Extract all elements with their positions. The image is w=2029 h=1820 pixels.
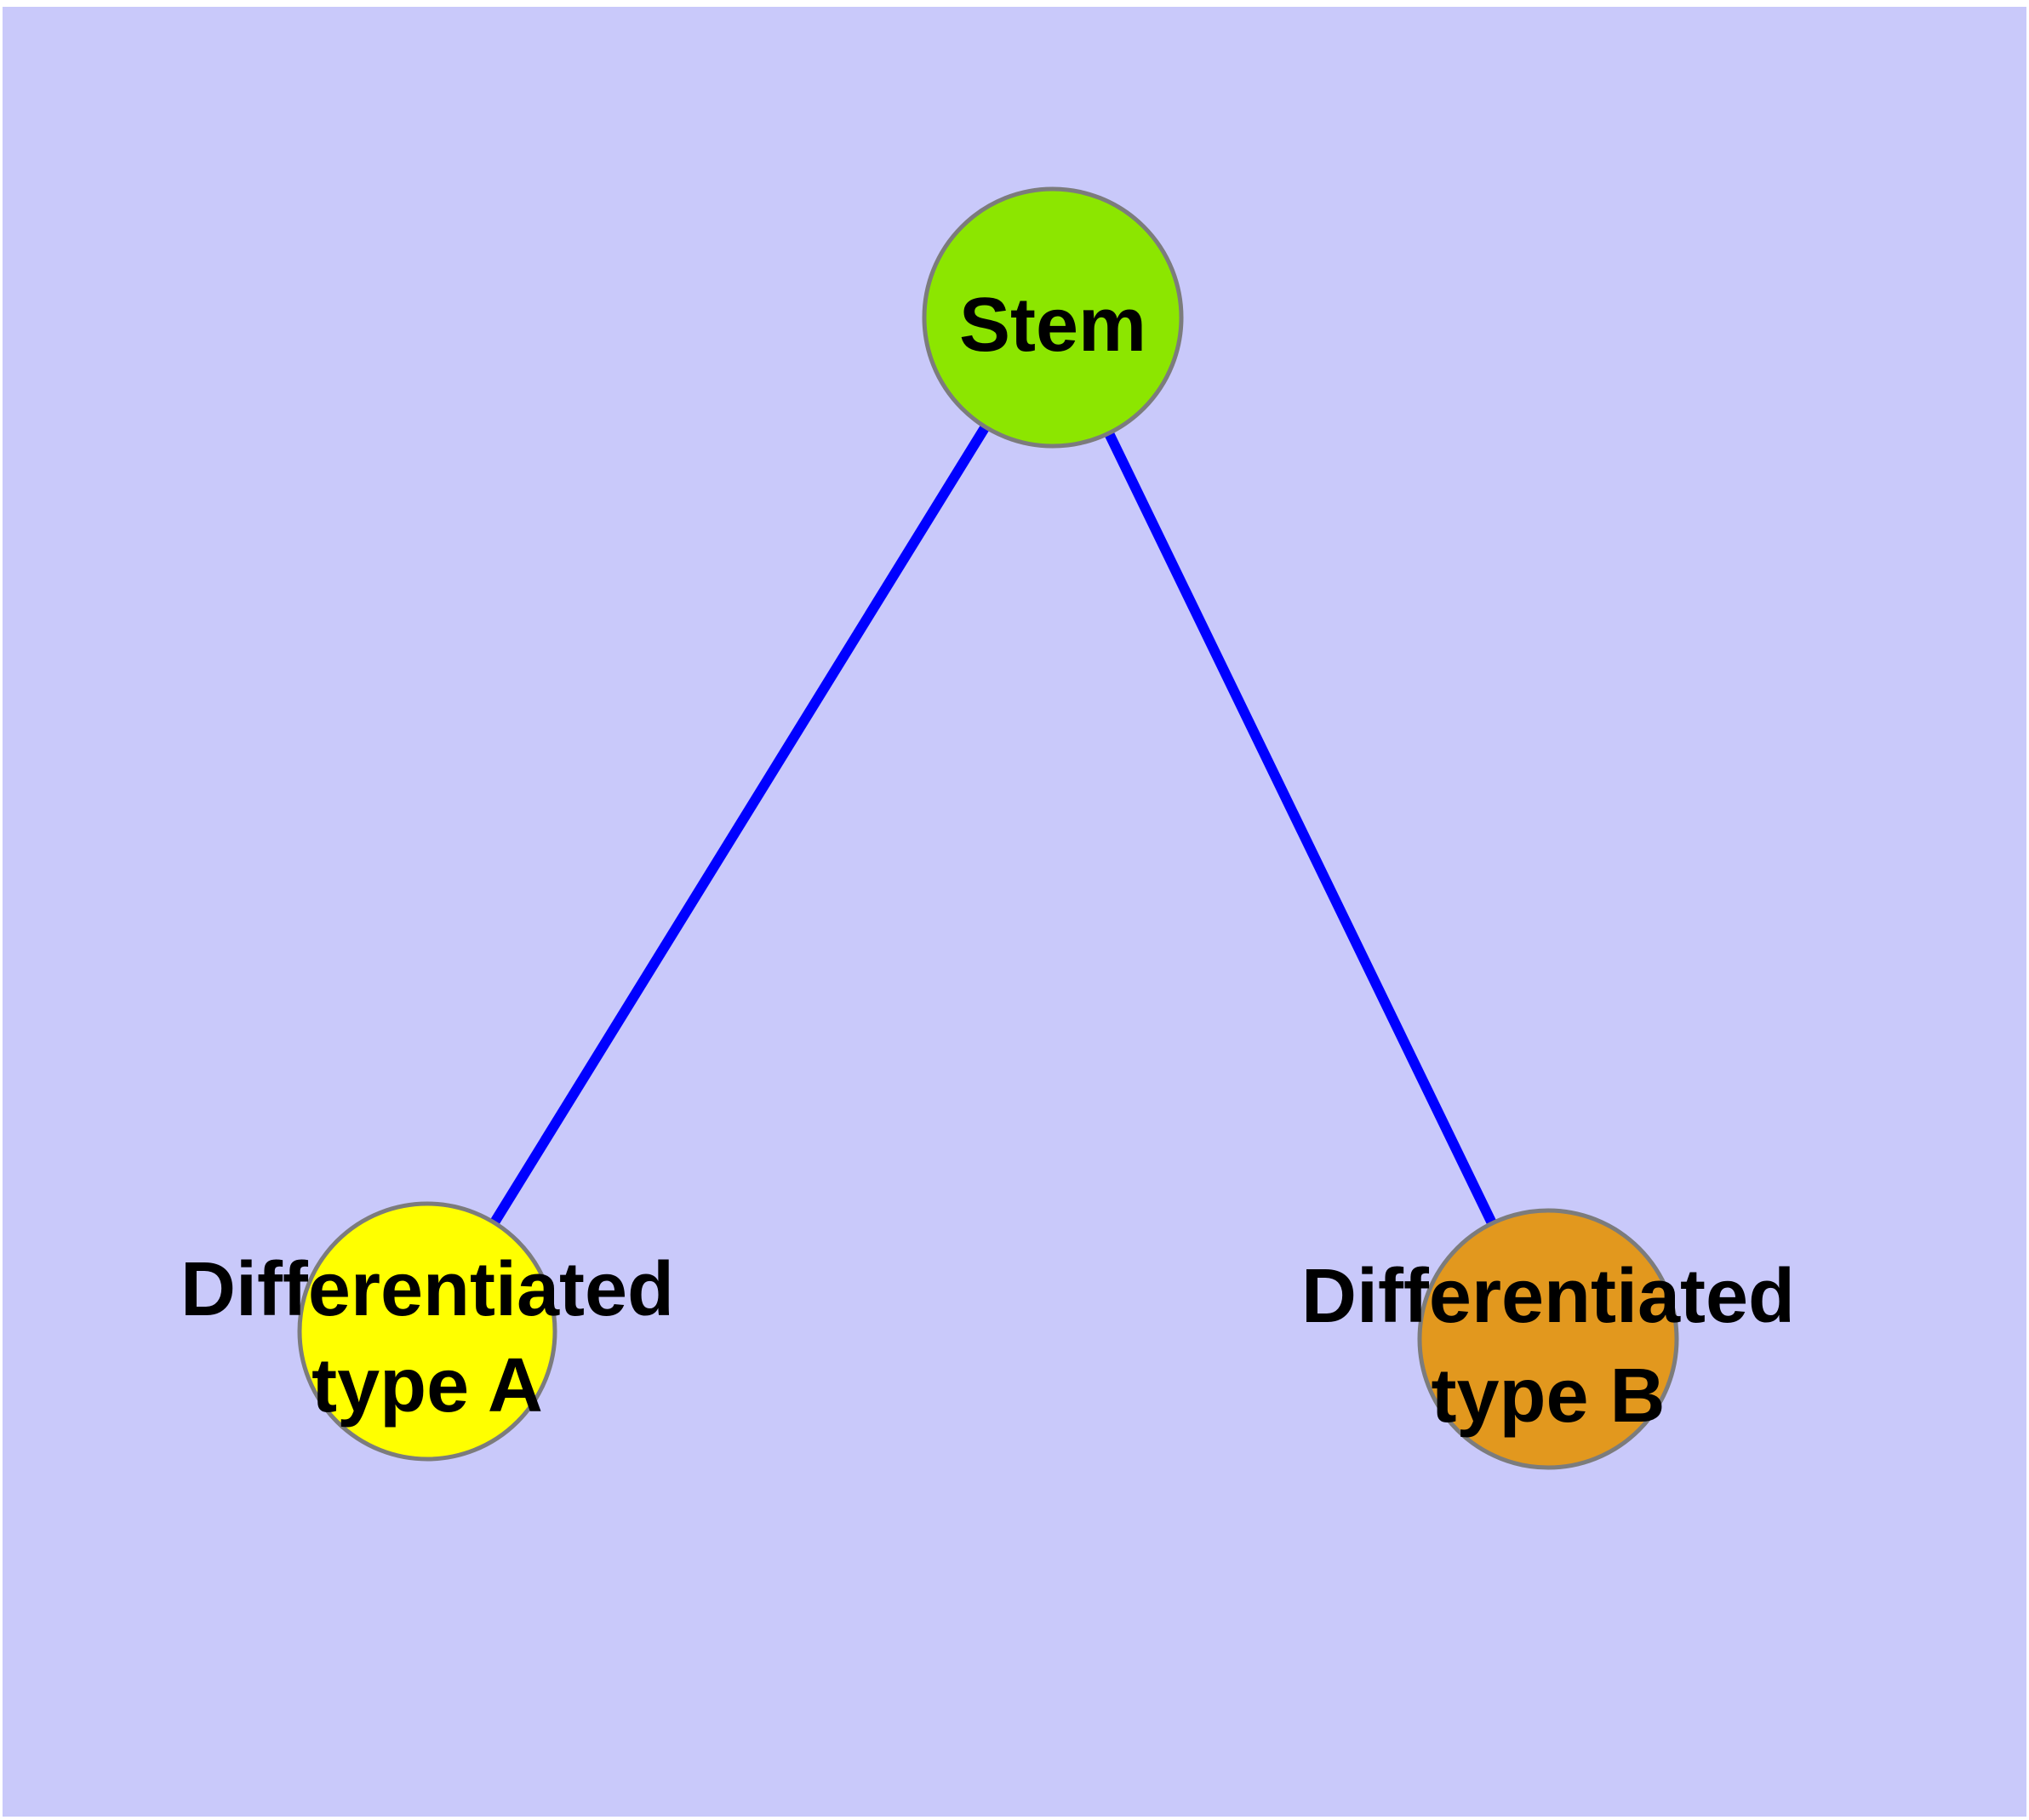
- node-type-b-label-line1: Differentiated: [1301, 1254, 1795, 1339]
- node-stem: [922, 186, 1184, 449]
- node-type-b-label-line2: type B: [1431, 1354, 1665, 1439]
- node-type-a-label-line2: type A: [311, 1343, 543, 1428]
- node-differentiated-type-b: [1417, 1208, 1679, 1470]
- node-stem-label: Stem: [959, 283, 1146, 368]
- edge-stem-to-type-b: [1048, 315, 1553, 1342]
- node-type-a-label-line1: Differentiated: [180, 1247, 674, 1332]
- node-differentiated-type-a: [297, 1201, 557, 1462]
- edge-stem-to-type-a: [422, 314, 1058, 1335]
